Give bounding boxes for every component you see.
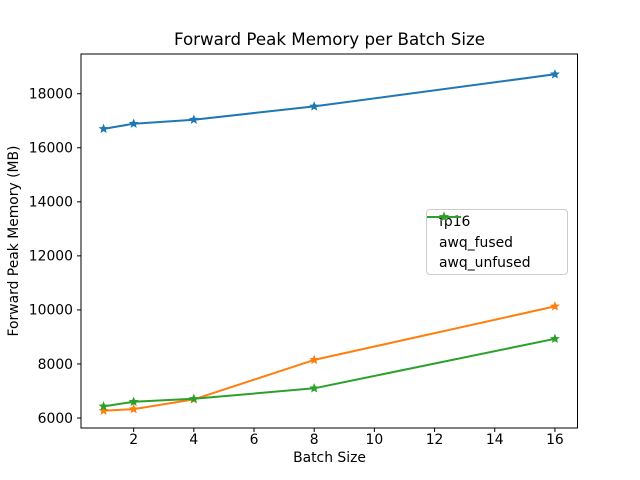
data-point-marker (549, 301, 560, 311)
data-point-marker (98, 405, 109, 415)
data-point-marker (549, 333, 560, 344)
legend-line-marker-swatch (427, 211, 461, 222)
data-point-marker (309, 101, 320, 111)
x-tick-label: 12 (426, 432, 444, 448)
x-tick-label: 16 (546, 432, 564, 448)
legend: fp16 awq_fused awq_unfused (426, 209, 568, 275)
y-tick-label: 6000 (38, 411, 73, 427)
x-tick-label: 2 (129, 432, 138, 448)
y-tick-label: 12000 (29, 249, 73, 265)
series-line-awq_unfused (103, 337, 556, 408)
plot-frame (80, 53, 578, 429)
y-tick-label: 8000 (38, 357, 73, 373)
series-line-awq_fused (103, 305, 556, 412)
legend-swatch-star-icon (439, 211, 449, 222)
chart-title: Forward Peak Memory per Batch Size (173, 29, 486, 49)
data-point-marker (98, 123, 109, 134)
legend-label: awq_fused (439, 234, 513, 251)
y-tick-label: 10000 (29, 303, 73, 319)
data-point-marker (188, 393, 199, 404)
y-tick-label: 18000 (29, 87, 73, 103)
y-tick-label: 14000 (29, 195, 73, 211)
legend-entry-awq-fused: awq_fused (427, 211, 567, 254)
data-point-marker (128, 403, 139, 414)
legend-label: awq_unfused (439, 255, 531, 272)
x-tick-label: 4 (189, 432, 198, 448)
series-line-fp16 (103, 73, 556, 130)
data-point-marker (309, 383, 320, 393)
data-point-marker (128, 118, 139, 128)
x-tick-label: 10 (366, 432, 384, 448)
x-tick-label: 8 (310, 432, 319, 448)
data-point-marker (128, 396, 139, 406)
data-point-marker (549, 69, 560, 79)
data-point-marker (188, 114, 199, 124)
legend-entry-awq-unfused: awq_unfused (427, 211, 567, 274)
y-tick-label: 16000 (29, 141, 73, 157)
x-axis-label: Batch Size (293, 450, 366, 466)
x-tick-label: 14 (486, 432, 504, 448)
data-point-marker (309, 354, 320, 365)
data-point-marker (98, 401, 109, 411)
x-tick-label: 6 (250, 432, 259, 448)
legend-label: fp16 (439, 214, 471, 231)
